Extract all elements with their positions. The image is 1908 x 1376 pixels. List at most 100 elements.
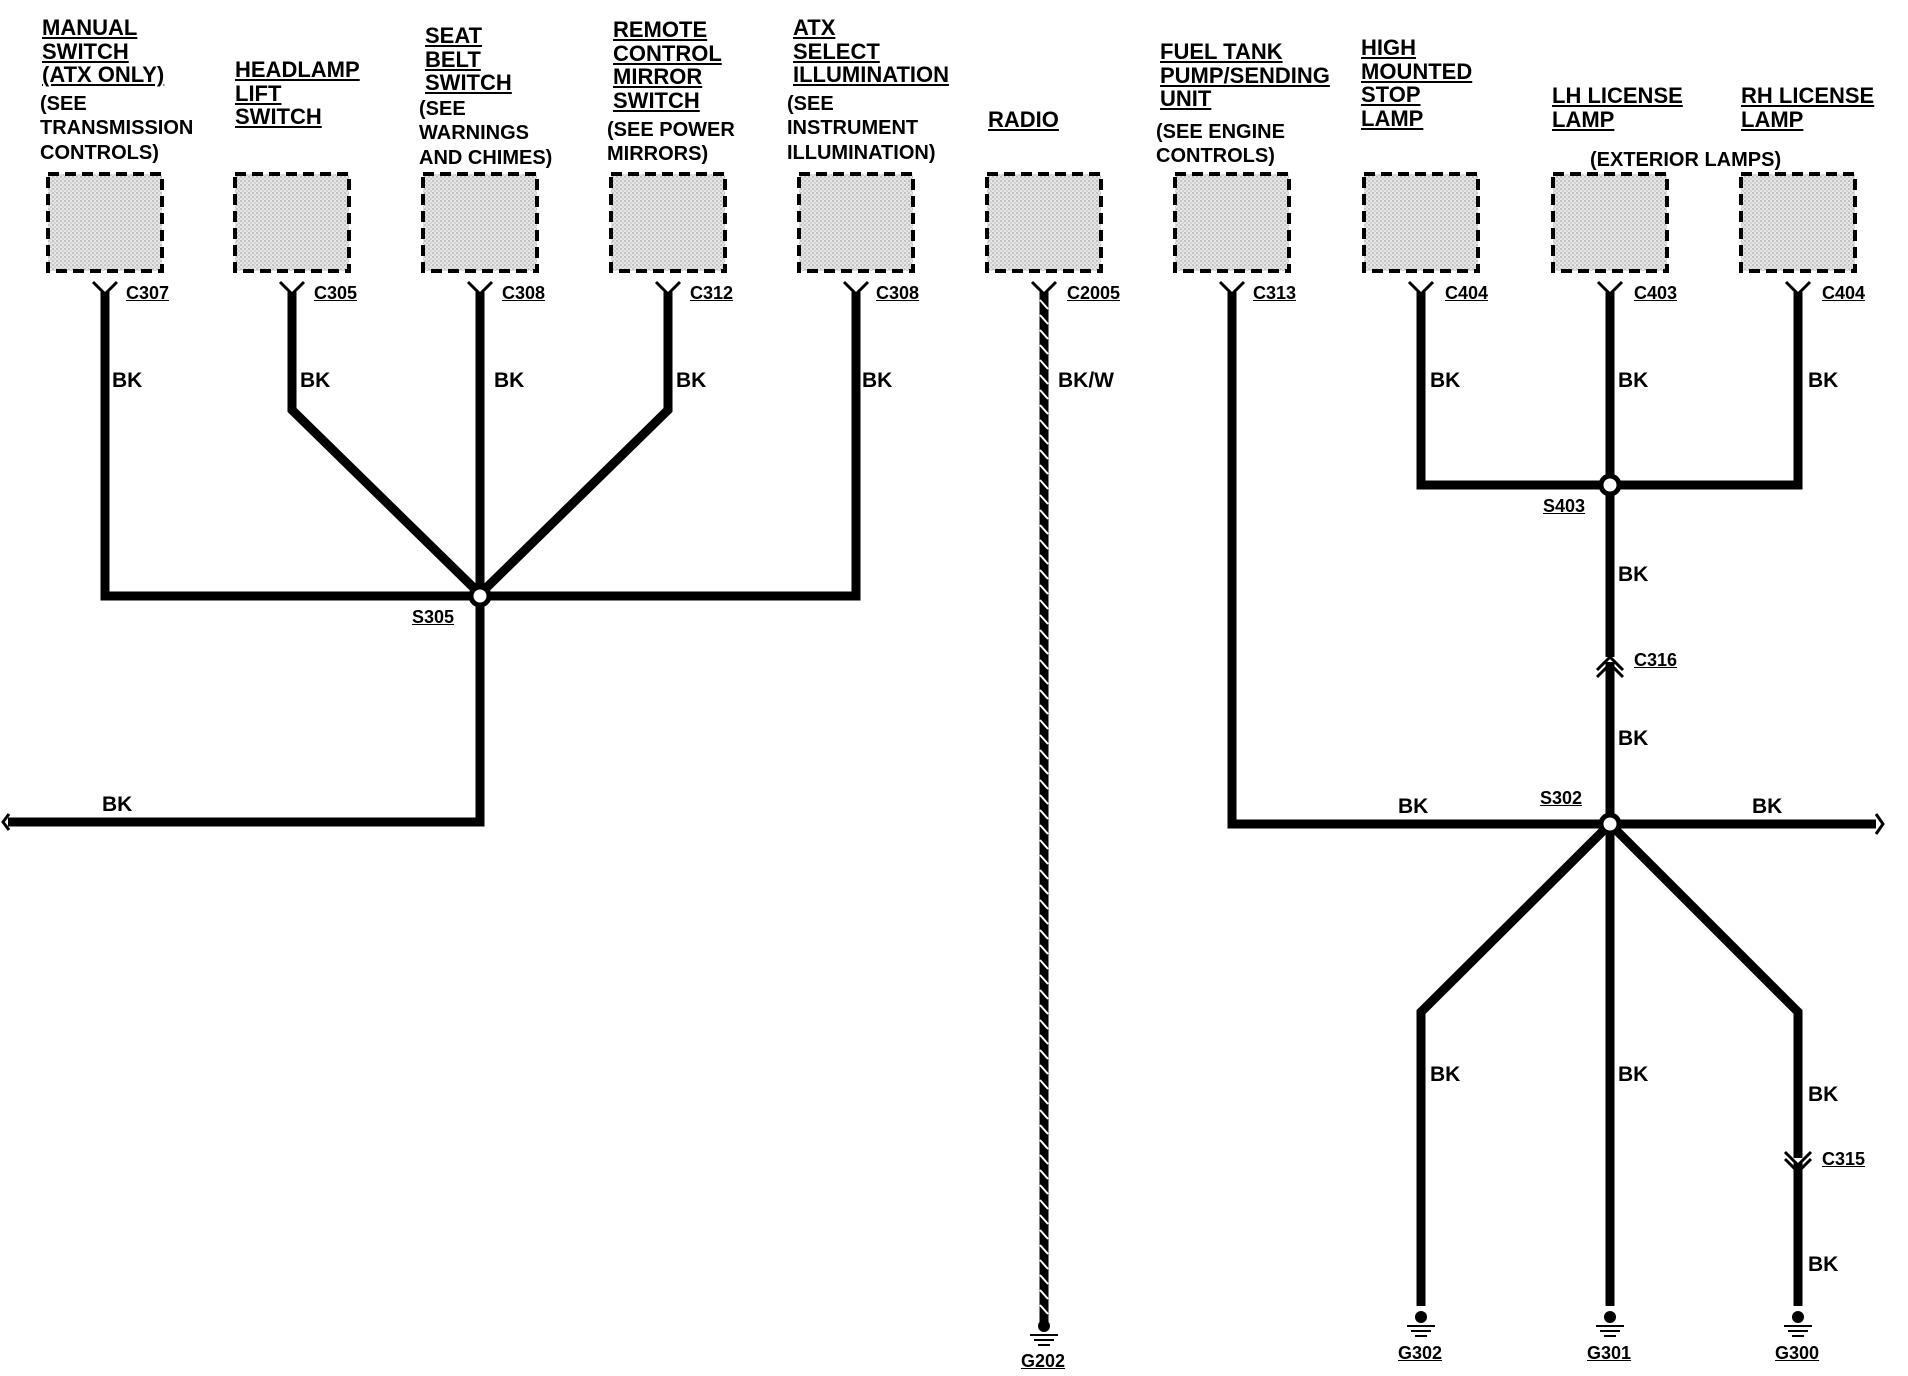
stripe-tick bbox=[1039, 764, 1049, 775]
stripe-tick bbox=[1039, 494, 1049, 505]
wire-c307-to-s305 bbox=[100, 292, 480, 601]
component-box-seat-belt-switch bbox=[421, 172, 539, 273]
ground-symbol-g301 bbox=[1596, 1311, 1624, 1337]
wire-stripe-ticks bbox=[1039, 299, 1049, 1315]
stripe-tick bbox=[1039, 1049, 1049, 1060]
stripe-tick bbox=[1039, 644, 1049, 655]
ground-label-g301: G301 bbox=[1587, 1343, 1632, 1363]
ground-symbol-g300 bbox=[1784, 1311, 1812, 1337]
stripe-tick bbox=[1039, 1259, 1049, 1270]
component-box-remote-control-mirror-switch bbox=[609, 172, 727, 273]
stripe-tick bbox=[1039, 614, 1049, 625]
stripe-tick bbox=[1039, 974, 1049, 985]
stripe-tick bbox=[1039, 749, 1049, 760]
wire-label-c305: BK bbox=[300, 369, 331, 392]
wire-c2005-to-g202 bbox=[1039, 292, 1049, 1322]
wire-c308-atx-to-s305 bbox=[480, 292, 861, 601]
component-box-manual-switch bbox=[46, 172, 164, 273]
connector-label-c308-atx: C308 bbox=[876, 283, 920, 303]
stripe-tick bbox=[1039, 1289, 1049, 1300]
ground-symbol-g302 bbox=[1407, 1311, 1435, 1337]
stripe-tick bbox=[1039, 1304, 1049, 1315]
wire-label-c312: BK bbox=[676, 369, 707, 392]
stripe-tick bbox=[1039, 734, 1049, 745]
stripe-tick bbox=[1039, 1034, 1049, 1045]
stripe-tick bbox=[1039, 1154, 1049, 1165]
stripe-tick bbox=[1039, 344, 1049, 355]
wire-label-s305-outgoing: BK bbox=[102, 793, 133, 816]
stripe-tick bbox=[1039, 989, 1049, 1000]
inline-connector-symbol-c316 bbox=[1595, 654, 1625, 679]
stripe-tick bbox=[1039, 854, 1049, 865]
stripe-tick bbox=[1039, 899, 1049, 910]
stripe-tick bbox=[1039, 374, 1049, 385]
connector-label-c403: C403 bbox=[1634, 283, 1678, 303]
stripe-tick bbox=[1039, 1124, 1049, 1135]
component-box-headlamp-lift-switch bbox=[233, 172, 351, 273]
wire-label-s302-to-g302: BK bbox=[1430, 1063, 1461, 1086]
ground-symbol-g202 bbox=[1030, 1320, 1058, 1346]
splice-dot-s302 bbox=[1598, 812, 1622, 836]
stripe-tick bbox=[1039, 479, 1049, 490]
stripe-tick bbox=[1039, 299, 1049, 310]
wire-c404-to-s403 bbox=[1416, 292, 1610, 490]
component-box-radio bbox=[985, 172, 1103, 273]
left-page-break bbox=[1, 813, 11, 831]
wire-c404-rh-to-s403 bbox=[1610, 292, 1803, 490]
wire-label-c308-atx: BK bbox=[862, 369, 893, 392]
stripe-tick bbox=[1039, 794, 1049, 805]
stripe-tick bbox=[1039, 434, 1049, 445]
stripe-tick bbox=[1039, 524, 1049, 535]
component-title-radio: RADIO bbox=[988, 107, 1059, 132]
stripe-tick bbox=[1039, 1019, 1049, 1030]
wire-label-c308-seat: BK bbox=[494, 369, 525, 392]
splice-label-s403: S403 bbox=[1543, 496, 1586, 516]
component-boxes bbox=[46, 172, 1857, 273]
stripe-tick bbox=[1039, 674, 1049, 685]
stripe-tick bbox=[1039, 599, 1049, 610]
component-box-rh-license-lamp bbox=[1739, 172, 1857, 273]
splice-dot-s403 bbox=[1598, 473, 1622, 497]
stripe-tick bbox=[1039, 569, 1049, 580]
stripe-tick bbox=[1039, 464, 1049, 475]
wire-label-c315-to-g300: BK bbox=[1808, 1253, 1839, 1276]
stripe-tick bbox=[1039, 1274, 1049, 1285]
wire-label-s302-to-g301: BK bbox=[1618, 1063, 1649, 1086]
stripe-tick bbox=[1039, 929, 1049, 940]
connector-label-c308-seat: C308 bbox=[502, 283, 546, 303]
ground-label-g202: G202 bbox=[1021, 1351, 1066, 1371]
wire-label-fuel-to-s302: BK bbox=[1398, 795, 1429, 818]
exterior-lamps-note: (EXTERIOR LAMPS) bbox=[1590, 149, 1782, 171]
wire-label-c404-rh: BK bbox=[1808, 369, 1839, 392]
stripe-tick bbox=[1039, 314, 1049, 325]
right-page-break bbox=[1874, 813, 1885, 835]
stripe-tick bbox=[1039, 659, 1049, 670]
wire-label-c2005: BK/W bbox=[1058, 369, 1114, 392]
stripe-tick bbox=[1039, 1064, 1049, 1075]
stripe-tick bbox=[1039, 884, 1049, 895]
stripe-tick bbox=[1039, 449, 1049, 460]
stripe-tick bbox=[1039, 689, 1049, 700]
inline-connector-symbol-c315 bbox=[1783, 1150, 1813, 1175]
stripe-tick bbox=[1039, 554, 1049, 565]
stripe-tick bbox=[1039, 629, 1049, 640]
stripe-tick bbox=[1039, 809, 1049, 820]
stripe-tick bbox=[1039, 389, 1049, 400]
stripe-tick bbox=[1039, 959, 1049, 970]
wire-c313-to-s302 bbox=[1227, 292, 1610, 829]
stripe-tick bbox=[1039, 419, 1049, 430]
stripe-tick bbox=[1039, 914, 1049, 925]
